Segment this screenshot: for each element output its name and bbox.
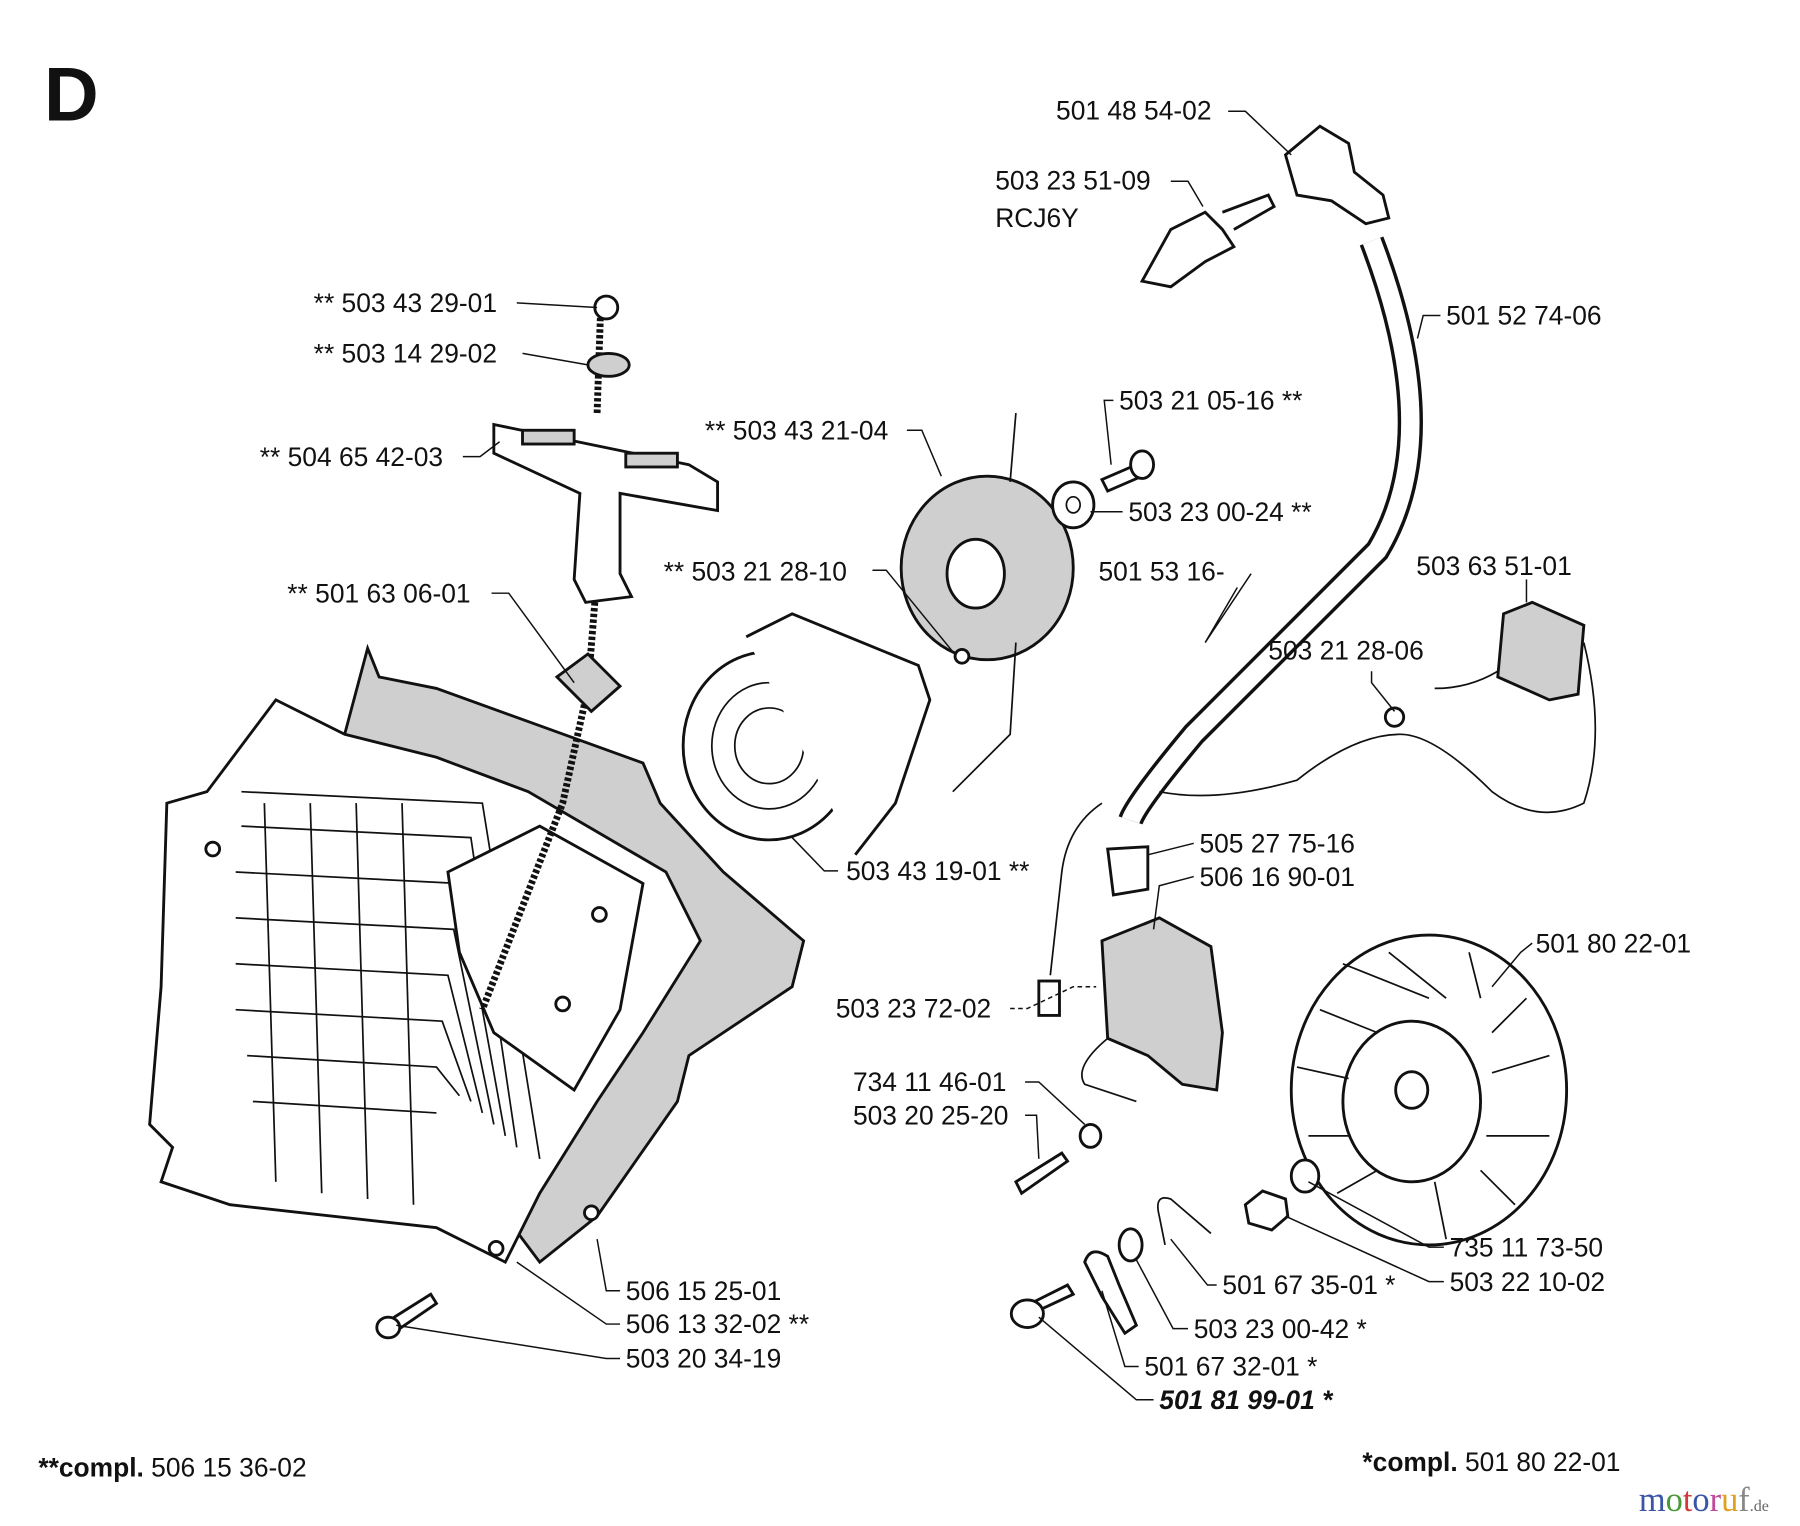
switch-wire — [1159, 642, 1597, 814]
ignition-module — [1100, 916, 1224, 1092]
screw-2520 — [1014, 1151, 1070, 1196]
label-cover-screw: 503 20 34-19 — [626, 1344, 781, 1374]
footnote-right: *compl. 501 80 22-01 — [1362, 1447, 1620, 1477]
hole — [204, 840, 222, 858]
pawl-spring — [1157, 1197, 1212, 1246]
label-pawl-bushing: 503 23 00-42 * — [1194, 1314, 1367, 1344]
label-spark-plug-type: RCJ6Y — [995, 203, 1079, 233]
footnote-right-value: 501 80 22-01 — [1465, 1447, 1620, 1477]
cover-screw-head — [375, 1315, 402, 1340]
hole — [591, 906, 608, 923]
hole — [554, 995, 571, 1013]
boot — [1106, 845, 1150, 897]
rope-guide — [554, 652, 623, 714]
watermark-letter: r — [1710, 1481, 1722, 1519]
label-nut: 503 22 10-02 — [1450, 1267, 1605, 1297]
label-cover-outer: 506 13 32-02 ** — [626, 1309, 809, 1339]
flywheel-washer — [1289, 1158, 1321, 1194]
pulley-wire — [952, 412, 1017, 793]
watermark-letter: u — [1721, 1481, 1738, 1519]
stop-switch — [1496, 600, 1586, 702]
watermark-letter: o — [1692, 1481, 1709, 1519]
label-rope-knot: ** 503 43 29-01 — [314, 288, 497, 318]
label-pulley-washer: 503 23 00-24 ** — [1128, 497, 1311, 527]
label-connector: 503 23 72-02 — [836, 994, 991, 1024]
label-pawl: 501 67 32-01 * — [1144, 1352, 1317, 1382]
flywheel-bore — [1394, 1070, 1430, 1110]
footnote-left-prefix: **compl. — [38, 1453, 144, 1483]
pulley-washer-hole — [1065, 495, 1081, 514]
pulley-screw-head — [1129, 449, 1156, 480]
starter-handle — [492, 422, 720, 604]
pawl — [1083, 1250, 1139, 1336]
pulley-washer — [1051, 480, 1096, 530]
label-screw-2520: 503 20 25-20 — [853, 1100, 1008, 1130]
ground-wire — [1049, 802, 1103, 976]
spark-plug-tip — [1221, 193, 1276, 231]
label-switch: 503 63 51-01 — [1416, 551, 1571, 581]
label-boot: 505 27 75-16 — [1199, 828, 1354, 858]
hole — [583, 1204, 600, 1222]
watermark-letter: m — [1639, 1481, 1666, 1519]
label-screw-2806: 503 21 28-06 — [1268, 636, 1423, 666]
rope-knot — [593, 294, 620, 321]
hole — [487, 1240, 505, 1257]
nut — [1243, 1189, 1290, 1232]
label-handle: ** 504 65 42-03 — [260, 442, 443, 472]
ignition-cable — [1118, 236, 1423, 826]
label-pulley: ** 503 43 21-04 — [705, 415, 888, 445]
spark-plug — [1139, 210, 1236, 289]
label-washer-734: 734 11 46-01 — [853, 1067, 1007, 1097]
pulley-hub — [945, 537, 1006, 610]
label-screw-2810: ** 503 21 28-10 — [664, 557, 847, 587]
label-pulley-screw: 503 21 05-16 ** — [1119, 386, 1302, 416]
leader-lines — [396, 110, 1533, 1401]
watermark-letter: f — [1738, 1481, 1750, 1519]
footnote-left-value: 506 15 36-02 — [151, 1453, 306, 1483]
label-spark-cap: 501 48 54-02 — [1056, 95, 1211, 125]
pawl-screw-head — [1009, 1298, 1045, 1329]
label-washer-735: 735 11 73-50 — [1450, 1232, 1604, 1262]
footnote-right-prefix: *compl. — [1362, 1447, 1457, 1477]
pawl-bushing — [1117, 1227, 1144, 1263]
label-spark-plug: 503 23 51-09 — [995, 165, 1150, 195]
label-pawl-screw: 501 81 99-01 * — [1159, 1385, 1334, 1415]
ground-lead — [1081, 1037, 1137, 1103]
watermark: motoruf.de — [1639, 1481, 1769, 1519]
cassette-housing — [745, 612, 932, 856]
spark-cap — [1283, 124, 1391, 226]
label-ignition-cable: 501 52 74-06 — [1446, 301, 1601, 331]
washer-734 — [1078, 1122, 1103, 1149]
rope-bushing — [586, 351, 631, 378]
label-flywheel: 501 80 22-01 — [1536, 928, 1691, 958]
handle-slot — [521, 428, 576, 446]
starter-rope — [479, 311, 604, 1011]
label-ignition-module: 506 16 90-01 — [1199, 862, 1354, 892]
watermark-letter: o — [1666, 1481, 1683, 1519]
handle-slot — [624, 451, 679, 469]
label-spring-cassette: 503 43 19-01 ** — [846, 856, 1029, 886]
label-spring-pawl: 501 67 35-01 * — [1222, 1270, 1395, 1300]
label-cable: 501 53 16- — [1098, 557, 1224, 587]
watermark-suffix: .de — [1750, 1498, 1769, 1515]
starter-cover-panel — [446, 824, 645, 1093]
ignition-cable-inner — [1121, 237, 1420, 824]
footnote-left: **compl. 506 15 36-02 — [38, 1453, 306, 1483]
label-cover-inner: 506 15 25-01 — [626, 1276, 781, 1306]
label-rope-guide: ** 501 63 06-01 — [287, 578, 470, 608]
screw-2806 — [1383, 706, 1406, 728]
watermark-letter: t — [1683, 1481, 1693, 1519]
screw-2810 — [953, 647, 971, 665]
section-letter: D — [44, 52, 99, 137]
flywheel-fins — [1296, 951, 1550, 1240]
label-rope-bushing: ** 503 14 29-02 — [314, 339, 497, 369]
